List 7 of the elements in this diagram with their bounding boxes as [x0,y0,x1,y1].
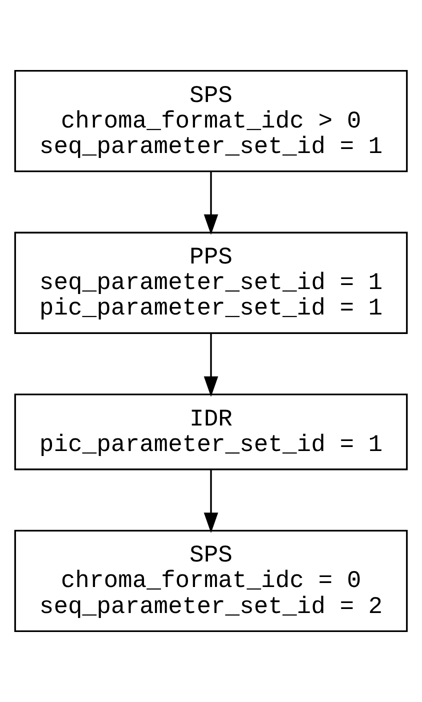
node-box: SPS chroma_format_idc = 0 seq_parameter_set_id = 2 [14,530,408,632]
arrow [204,172,218,235]
node-box: IDR pic_parameter_set_id = 1 [14,394,408,470]
node-box: SPS chroma_format_idc > 0 seq_parameter_set_id = 1 [14,70,408,172]
arrow [204,470,218,534]
arrow [204,334,218,397]
node-box: PPS seq_parameter_set_id = 1 pic_parameter_set_id = 1 [14,232,408,334]
